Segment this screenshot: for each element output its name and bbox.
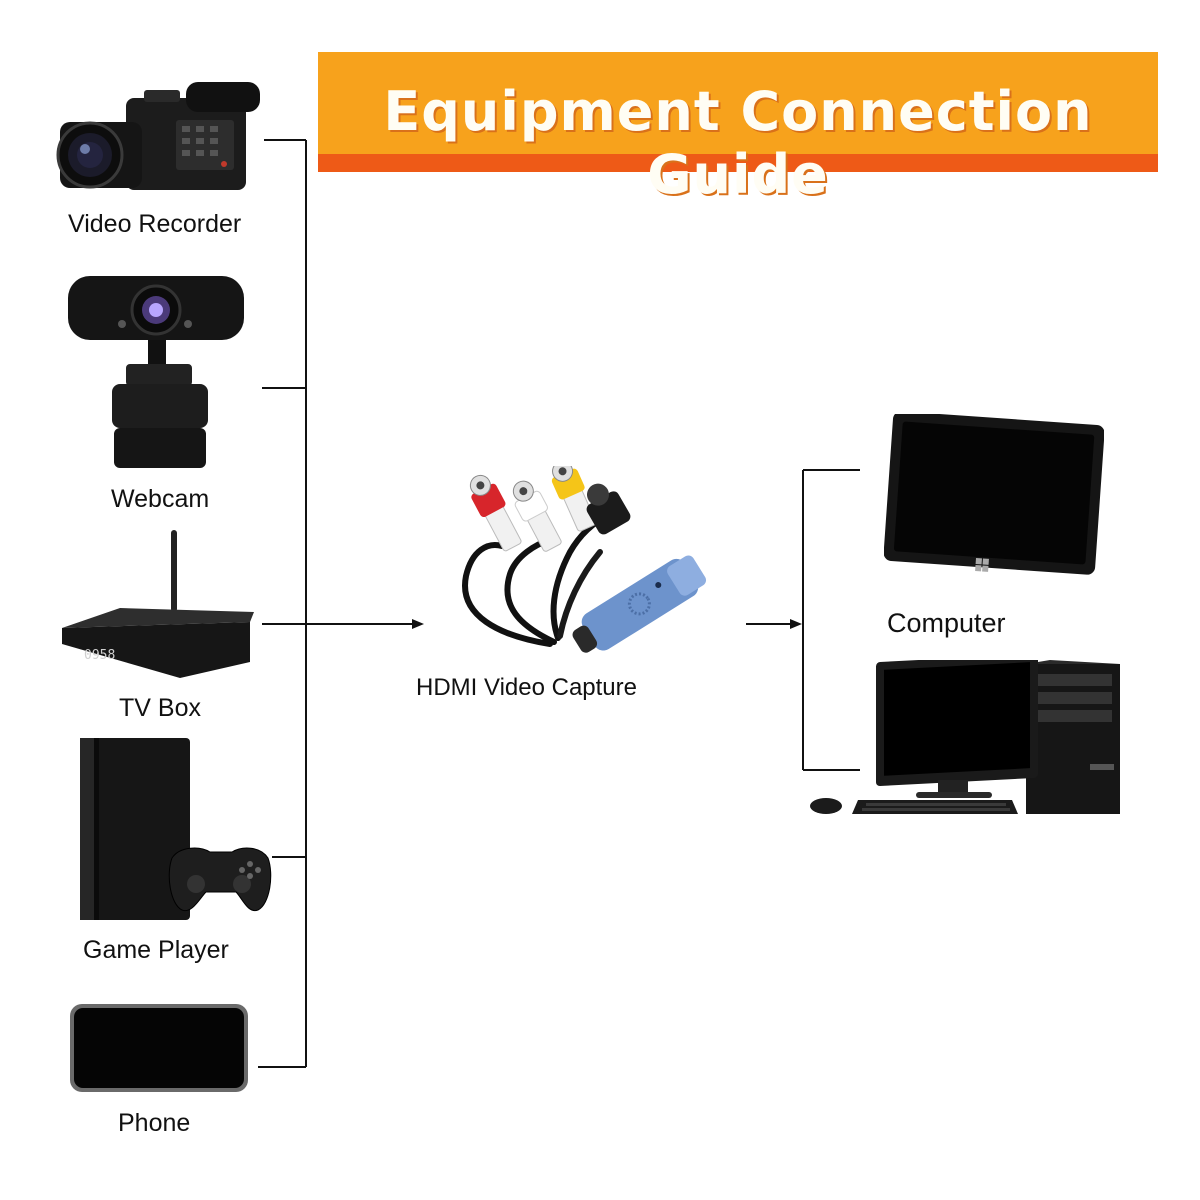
page-title: Equipment Connection Guide: [383, 80, 1093, 206]
label-hdmi-video-capture: HDMI Video Capture: [416, 674, 637, 701]
label-video-recorder: Video Recorder: [68, 210, 242, 238]
arrow-to-computer: [790, 619, 802, 629]
title-banner: Equipment Connection Guide: [318, 52, 1158, 206]
video-camera-icon: [56, 82, 260, 190]
tablet-computer-icon: [884, 414, 1104, 575]
label-game-player: Game Player: [83, 936, 229, 964]
label-phone: Phone: [118, 1109, 191, 1137]
desktop-computer-icon: [810, 660, 1120, 814]
tv-box-icon: 0958: [62, 530, 254, 678]
label-tv-box: TV Box: [119, 694, 201, 722]
smartphone-icon: [70, 1004, 248, 1092]
label-webcam: Webcam: [111, 485, 210, 513]
label-computer: Computer: [887, 608, 1006, 638]
arrow-to-capture: [412, 619, 424, 629]
usb-video-capture-icon: [462, 466, 707, 653]
game-console-icon: [80, 738, 272, 920]
tv-box-display: 0958: [84, 648, 115, 663]
banner-stripe: [318, 154, 1158, 172]
webcam-icon: [68, 276, 244, 468]
